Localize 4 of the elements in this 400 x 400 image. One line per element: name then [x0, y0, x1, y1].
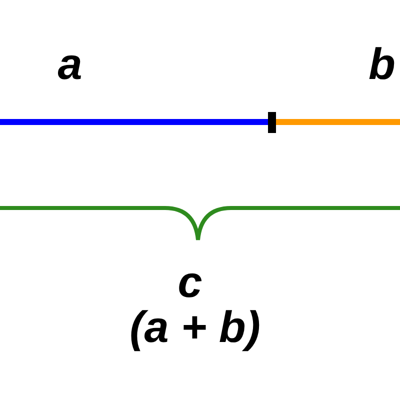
- variable-label: b: [368, 43, 396, 87]
- variable-label: (a + b): [130, 306, 260, 350]
- variable-label: a: [58, 43, 82, 87]
- variable-label: c: [178, 261, 202, 305]
